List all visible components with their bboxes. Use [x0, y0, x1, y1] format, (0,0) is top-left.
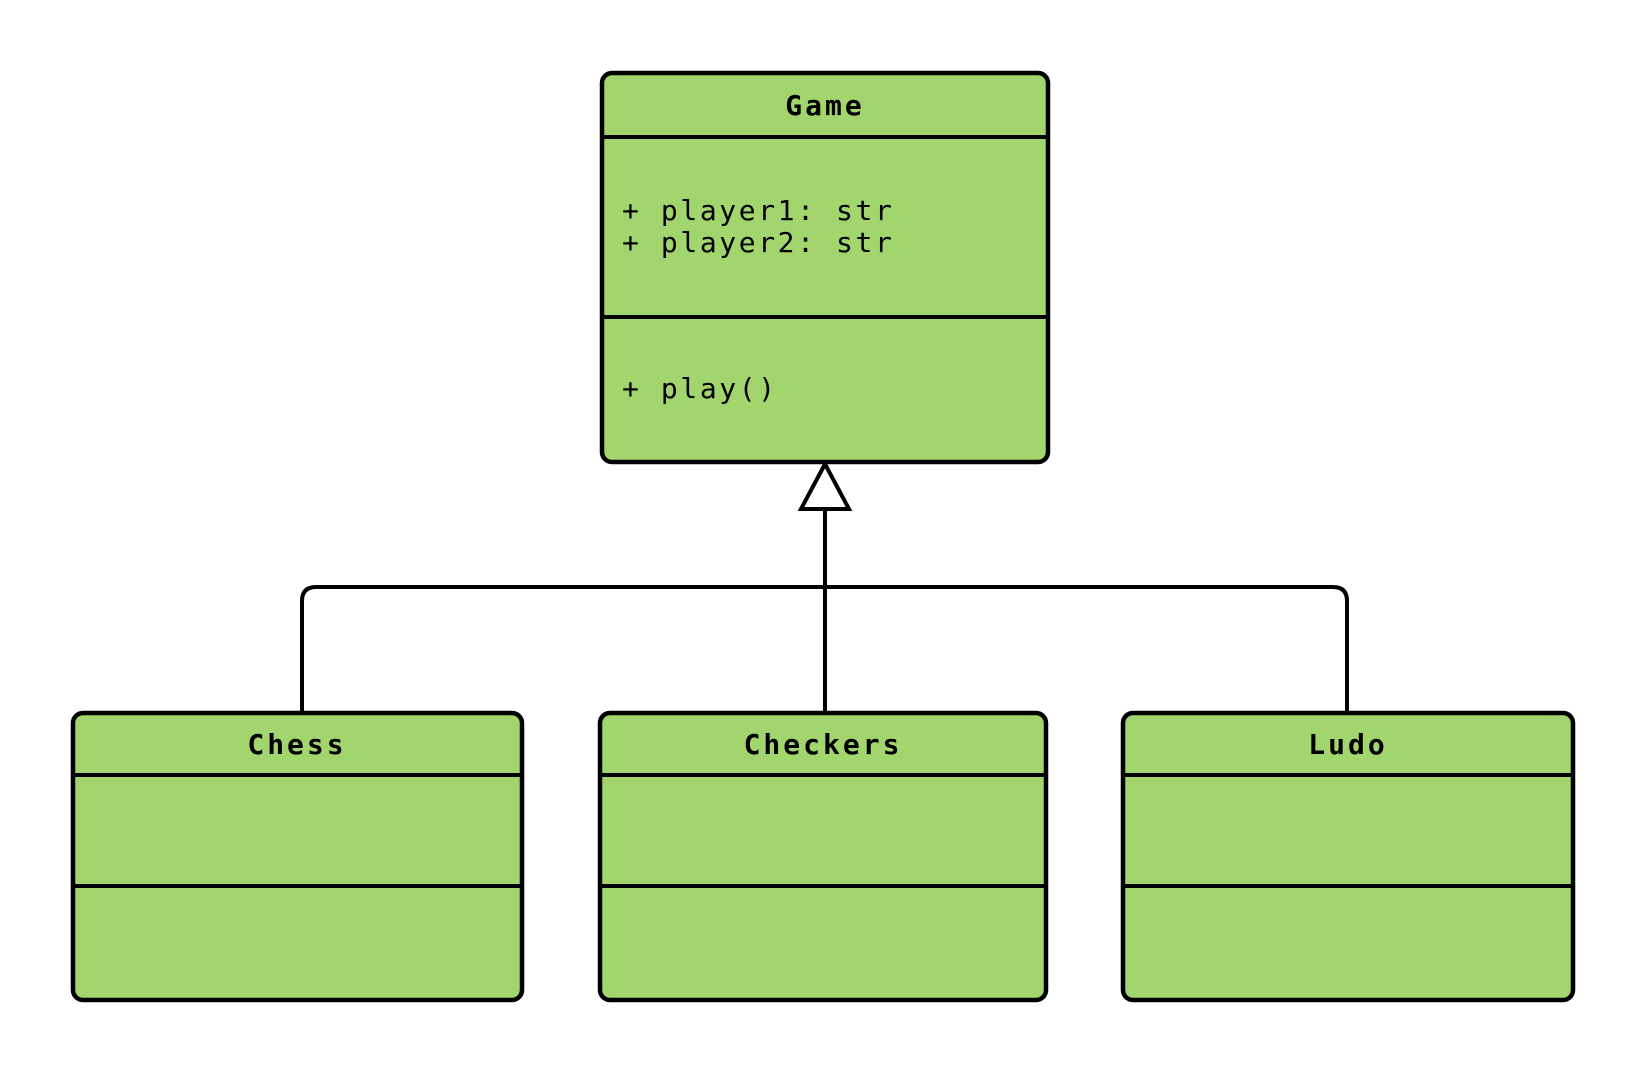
- inheritance-connectors: [300, 459, 1349, 713]
- class-game-box: [599, 70, 1051, 465]
- class-ludo: Ludo: [1120, 710, 1576, 1003]
- class-game-title: Game: [785, 89, 864, 122]
- class-chess-title: Chess: [247, 728, 346, 761]
- class-game-attribute: + player1: str: [622, 194, 894, 227]
- class-chess-box: [70, 710, 525, 1003]
- inheritance-triangle-icon: [797, 459, 853, 511]
- class-game-method: + play(): [622, 372, 778, 405]
- class-chess: Chess: [70, 710, 525, 1003]
- class-game: Game + player1: str + player2: str + pla…: [599, 70, 1051, 465]
- class-checkers-box: [597, 710, 1049, 1003]
- class-game-attribute: + player2: str: [622, 226, 894, 259]
- class-ludo-box: [1120, 710, 1576, 1003]
- class-checkers: Checkers: [597, 710, 1049, 1003]
- class-ludo-title: Ludo: [1308, 728, 1387, 761]
- class-checkers-title: Checkers: [744, 728, 903, 761]
- inheritance-edge-bus: [300, 585, 1349, 713]
